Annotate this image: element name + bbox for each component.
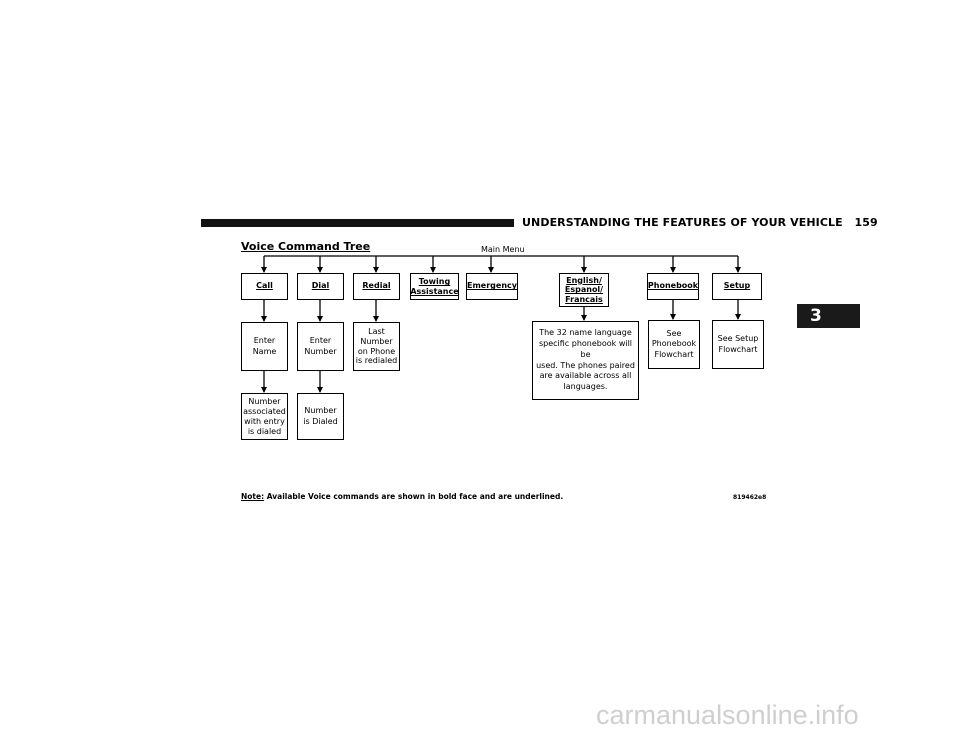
call-command-box: Call xyxy=(241,273,288,300)
diagram-title: Voice Command Tree xyxy=(241,240,371,253)
page-number: 159 xyxy=(854,216,878,229)
section-title: UNDERSTANDING THE FEATURES OF YOUR VEHIC… xyxy=(522,216,843,229)
phonebook-step-1: See Phonebook Flowchart xyxy=(651,328,697,359)
language-step-1-box: The 32 name language specific phonebook … xyxy=(532,321,639,400)
language-command: English/ Espanol/ Francais xyxy=(564,275,604,304)
towing-command: Towing Assistance xyxy=(410,277,459,296)
header-rule xyxy=(201,219,514,227)
setup-step-1-box: See Setup Flowchart xyxy=(712,320,764,369)
phonebook-command-box: Phonebook xyxy=(647,273,699,300)
watermark-text: carmanualsonline.info xyxy=(596,700,859,730)
redial-step-1-box: Last Number on Phone is redialed xyxy=(353,322,400,371)
running-header: UNDERSTANDING THE FEATURES OF YOUR VEHIC… xyxy=(522,216,878,229)
towing-command-box: Towing Assistance xyxy=(410,273,459,300)
dial-step-1: Enter Number xyxy=(304,336,337,356)
note-text: Available Voice commands are shown in bo… xyxy=(266,492,564,501)
dial-command-box: Dial xyxy=(297,273,344,300)
dial-step-2-box: Number is Dialed xyxy=(297,393,344,440)
language-command-box: English/ Espanol/ Francais xyxy=(559,273,609,307)
language-step-1: The 32 name language specific phonebook … xyxy=(536,328,635,392)
root-label: Main Menu xyxy=(481,245,525,254)
setup-command-box: Setup xyxy=(712,273,762,300)
phonebook-step-1-box: See Phonebook Flowchart xyxy=(648,320,700,369)
dial-command: Dial xyxy=(311,281,330,291)
figure-code: 819462e8 xyxy=(733,494,767,501)
setup-command: Setup xyxy=(723,281,751,291)
call-step-1: Enter Name xyxy=(252,336,277,356)
footnote: Note: Available Voice commands are shown… xyxy=(241,492,563,501)
chapter-tab: 3 xyxy=(797,304,860,328)
redial-step-1: Last Number on Phone is redialed xyxy=(355,327,398,366)
emergency-command: Emergency xyxy=(467,281,517,291)
redial-command: Redial xyxy=(362,281,391,291)
chapter-number: 3 xyxy=(810,306,822,326)
dial-step-1-box: Enter Number xyxy=(297,322,344,371)
call-step-2-box: Number associated with entry is dialed xyxy=(241,393,288,440)
call-command: Call xyxy=(256,281,273,291)
setup-step-1: See Setup Flowchart xyxy=(717,334,759,354)
redial-command-box: Redial xyxy=(353,273,400,300)
emergency-command-box: Emergency xyxy=(466,273,518,300)
call-step-2: Number associated with entry is dialed xyxy=(243,396,286,436)
dial-step-2: Number is Dialed xyxy=(303,406,338,426)
call-step-1-box: Enter Name xyxy=(241,322,288,371)
phonebook-command: Phonebook xyxy=(647,281,699,291)
note-label: Note: xyxy=(241,492,265,501)
